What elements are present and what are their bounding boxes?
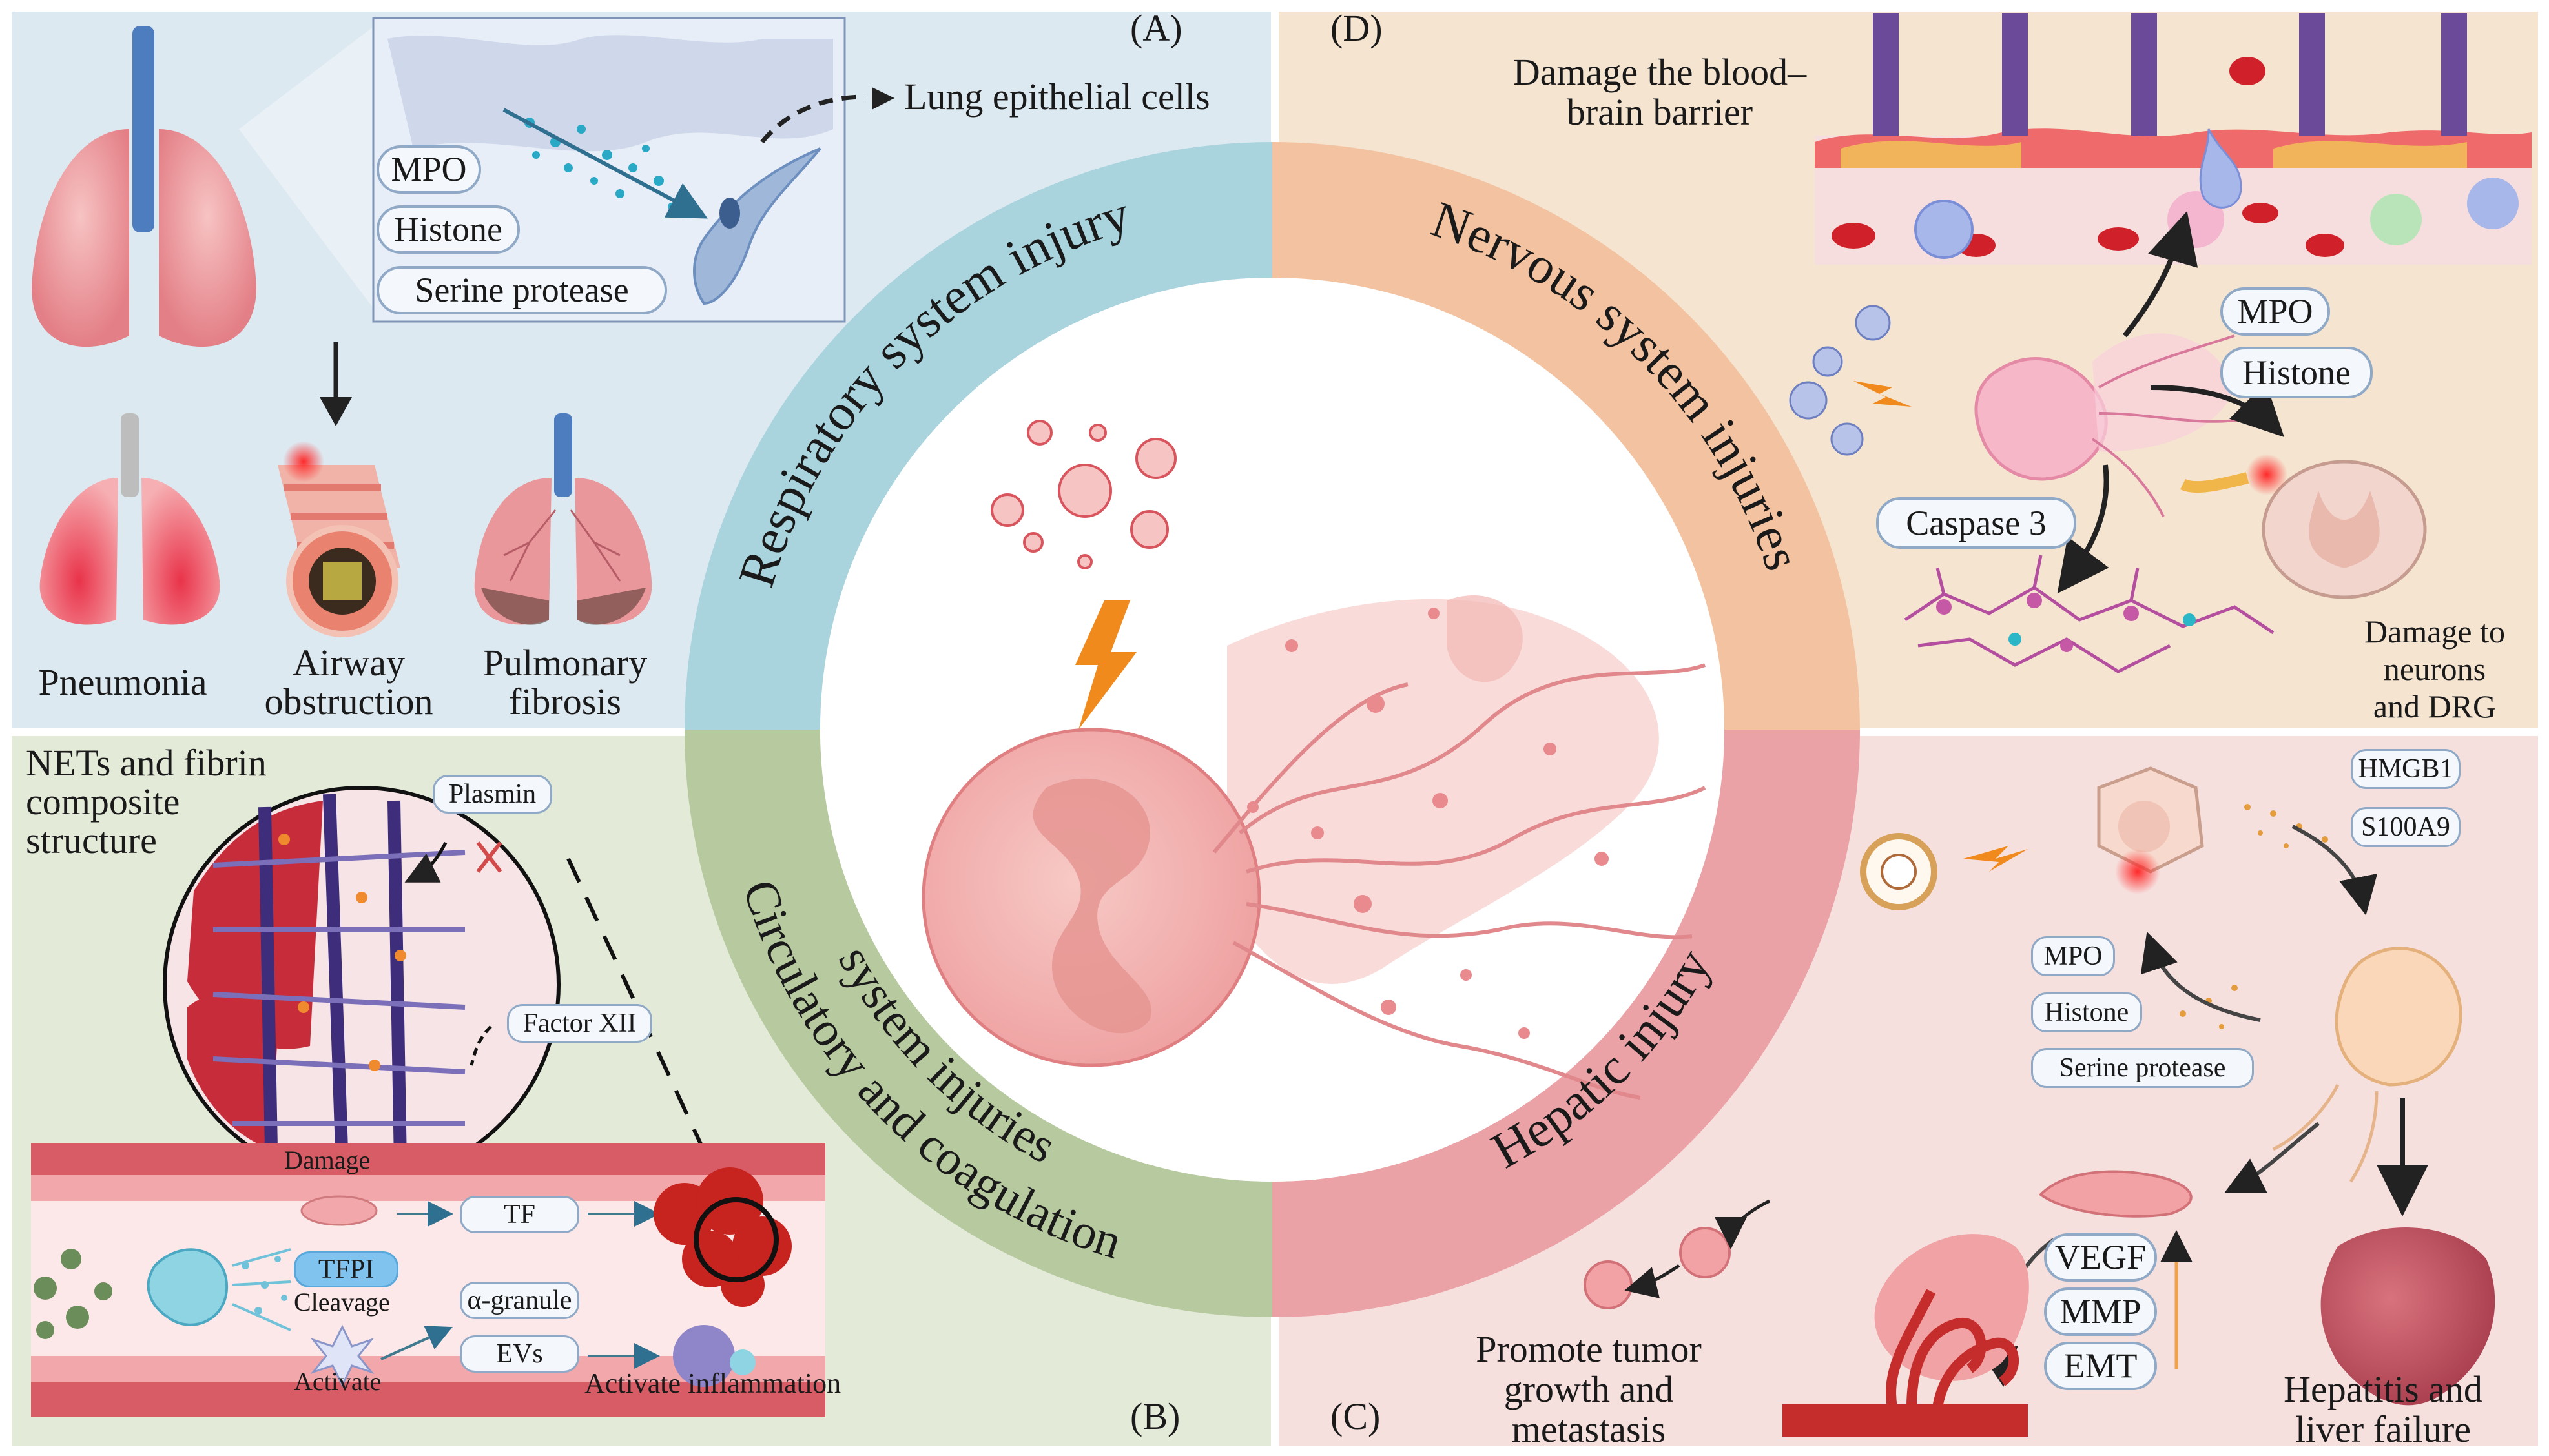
- cleavage-label: Cleavage: [294, 1287, 390, 1317]
- nets-fibrin-title-line2: composite: [26, 781, 180, 823]
- marker-c-histone: Histone: [2031, 992, 2142, 1032]
- ring-nervous: Nervous system injuries: [1425, 191, 1811, 577]
- nets-fibrin-title-line1: NETs and fibrin: [26, 742, 267, 784]
- outcome-fibrosis-line2: fibrosis: [509, 681, 621, 723]
- marker-histone: Histone: [377, 205, 520, 254]
- outcome-airway-line1: Airway: [293, 642, 405, 684]
- activate-label: Activate: [294, 1367, 382, 1396]
- outcome-airway-line2: obstruction: [264, 681, 433, 723]
- factor-xii-label: Factor XII: [507, 1004, 652, 1043]
- alpha-granule-label: α-granule: [460, 1282, 579, 1319]
- marker-mpo: MPO: [377, 145, 481, 194]
- marker-c-serine-protease: Serine protease: [2031, 1048, 2254, 1088]
- tumor-line2: growth and: [1503, 1368, 1674, 1410]
- central-neutrophil: [922, 420, 1706, 1100]
- panel-b-illustrations: [31, 786, 825, 1417]
- outcome-fibrosis-line1: Pulmonary: [482, 642, 648, 684]
- marker-serine-protease: Serine protease: [377, 266, 667, 314]
- liver-line1: Hepatitis and: [2284, 1368, 2482, 1410]
- evs-label: EVs: [460, 1335, 579, 1373]
- caspase-3-label: Caspase 3: [1876, 497, 2076, 549]
- neuron-damage-line1: Damage to: [2364, 613, 2505, 650]
- panel-b-letter: (B): [1130, 1395, 1181, 1437]
- mmp-label: MMP: [2044, 1287, 2157, 1336]
- tumor-line1: Promote tumor: [1476, 1328, 1702, 1370]
- liver-line2: liver failure: [2295, 1408, 2472, 1450]
- damage-label: Damage: [284, 1145, 371, 1174]
- panel-d-illustrations: [1789, 13, 2532, 673]
- tfpi-label: TFPI: [294, 1251, 398, 1287]
- lung-epithelial-label: Lung epithelial cells: [904, 76, 1210, 118]
- ring-respiratory: Respiratory system injury: [728, 185, 1136, 593]
- panel-c-illustrations: [1584, 766, 2495, 1437]
- hmgb1-label: HMGB1: [2351, 749, 2461, 789]
- panel-a-letter: (A): [1130, 7, 1182, 49]
- outcome-pneumonia: Pneumonia: [38, 661, 207, 703]
- marker-c-mpo: MPO: [2031, 936, 2115, 976]
- bbb-damage-line1: Damage the blood–: [1512, 51, 1807, 93]
- emt-label: EMT: [2044, 1342, 2157, 1390]
- bbb-damage-line2: brain barrier: [1566, 91, 1753, 133]
- plasmin-label: Plasmin: [433, 775, 552, 814]
- panel-a-illustrations: [32, 17, 894, 637]
- tumor-line3: metastasis: [1511, 1408, 1666, 1450]
- ring-hepatic: Hepatic injury: [1482, 940, 1722, 1180]
- vegf-label: VEGF: [2044, 1233, 2157, 1282]
- panel-d-letter: (D): [1330, 7, 1383, 49]
- marker-d-mpo: MPO: [2220, 287, 2330, 336]
- neuron-damage-line2: neurons: [2383, 651, 2486, 687]
- neuron-damage-line3: and DRG: [2373, 688, 2497, 724]
- s100a9-label: S100A9: [2351, 807, 2461, 847]
- panel-c-letter: (C): [1330, 1395, 1381, 1437]
- nets-fibrin-title-line3: structure: [26, 819, 157, 861]
- activate-inflammation-label: Activate inflammation: [584, 1368, 841, 1399]
- tf-label: TF: [460, 1196, 579, 1233]
- marker-d-histone: Histone: [2220, 347, 2373, 398]
